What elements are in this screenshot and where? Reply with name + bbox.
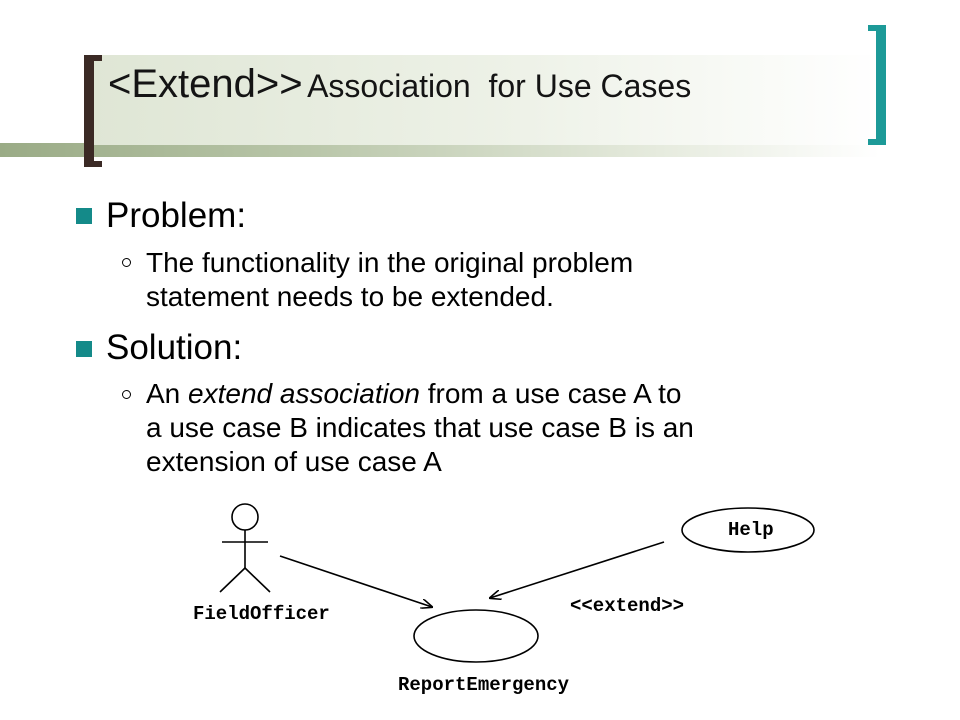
solution-line-3: extension of use case A bbox=[146, 446, 442, 477]
left-bracket-decoration bbox=[84, 55, 102, 167]
actor-stick-figure-icon bbox=[219, 503, 271, 593]
actor-left-leg bbox=[219, 567, 246, 593]
problem-line-2: statement needs to be extended. bbox=[146, 281, 554, 312]
use-case-help-label: Help bbox=[728, 519, 774, 541]
solution-line-2: a use case B indicates that use case B i… bbox=[146, 412, 694, 443]
title-background-panel bbox=[92, 55, 882, 145]
solution-line-1-pre: An bbox=[146, 378, 189, 409]
bullet-solution-heading: Solution: bbox=[106, 328, 243, 367]
actor-to-report-emergency-association bbox=[279, 555, 432, 607]
extend-stereotype-label: <<extend>> bbox=[570, 595, 685, 617]
use-case-report-emergency-label: ReportEmergency bbox=[398, 674, 570, 696]
solution-line-1: An extend association from a use case A … bbox=[146, 377, 886, 411]
slide-title-sub: Association for Use Cases bbox=[307, 68, 692, 104]
actor-right-leg bbox=[244, 567, 271, 593]
right-bracket-decoration bbox=[868, 25, 886, 145]
bullet-problem-heading: Problem: bbox=[106, 196, 247, 235]
sub-bullet-solution-text: An extend association from a use case A … bbox=[146, 377, 886, 479]
actor-label: FieldOfficer bbox=[193, 603, 330, 625]
solution-line-1-emphasis: extend association bbox=[188, 378, 420, 409]
slide-title: <Extend>> Association for Use Cases bbox=[108, 64, 691, 104]
extend-association-arrow bbox=[490, 541, 665, 598]
title-underline-band bbox=[0, 143, 880, 157]
solution-line-1-post: from a use case A to bbox=[419, 378, 682, 409]
use-case-report-emergency-ellipse bbox=[413, 609, 539, 663]
sub-bullet-ring-icon bbox=[122, 390, 131, 399]
sub-bullet-ring-icon bbox=[122, 258, 131, 267]
sub-bullet-problem-text: The functionality in the original proble… bbox=[146, 246, 886, 314]
problem-line-1: The functionality in the original proble… bbox=[146, 247, 634, 278]
bullet-square-icon bbox=[76, 341, 92, 357]
use-case-help-ellipse bbox=[681, 507, 815, 553]
bullet-square-icon bbox=[76, 208, 92, 224]
slide-title-main: <Extend>> bbox=[108, 62, 303, 106]
actor-head bbox=[231, 503, 259, 531]
